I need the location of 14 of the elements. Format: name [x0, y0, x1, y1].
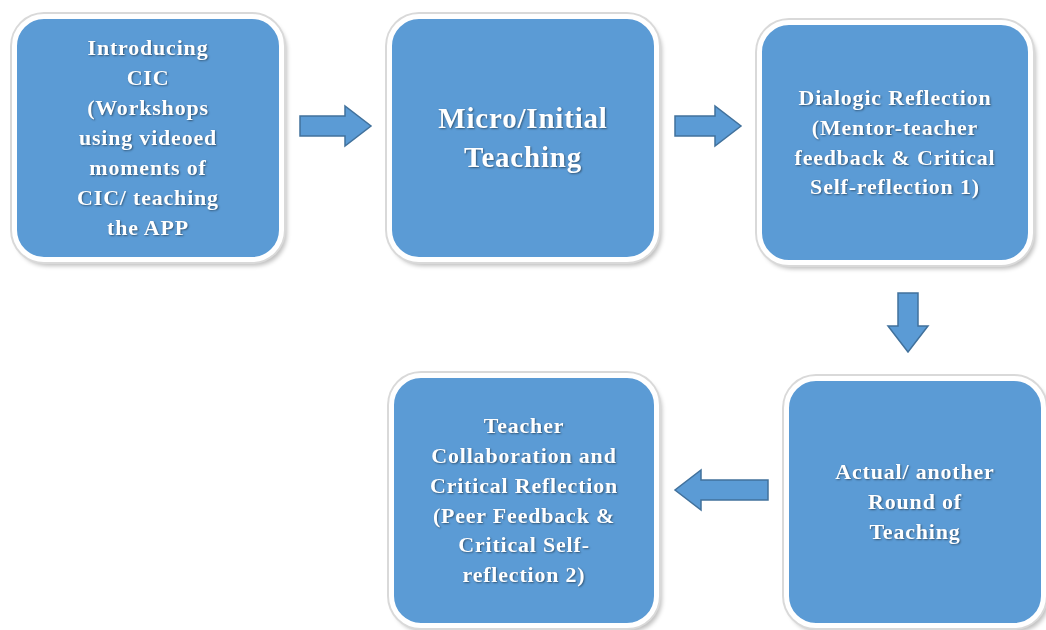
process-box	[387, 14, 659, 262]
block-arrow	[673, 468, 769, 512]
process-box	[389, 373, 659, 628]
box-label: Dialogic Reflection (Mentor-teacher feedback & Critical Self-reflection 1)	[793, 83, 997, 202]
block-arrow	[886, 292, 930, 354]
process-box	[784, 376, 1046, 628]
box-label: Teacher Collaboration and Critical Reflection (Peer Feedback & Critical Self-reflection 2)	[428, 411, 620, 590]
box-label: Actual/ another Round of Teaching	[834, 458, 996, 546]
process-box	[12, 14, 284, 262]
box-label: Introducing CIC (Workshops using videoed moments of CIC/ teaching the APP	[76, 34, 220, 242]
box-label: Micro/Initial Teaching	[437, 100, 609, 175]
block-arrow	[299, 104, 373, 148]
process-box	[757, 20, 1033, 265]
block-arrow	[674, 104, 743, 148]
